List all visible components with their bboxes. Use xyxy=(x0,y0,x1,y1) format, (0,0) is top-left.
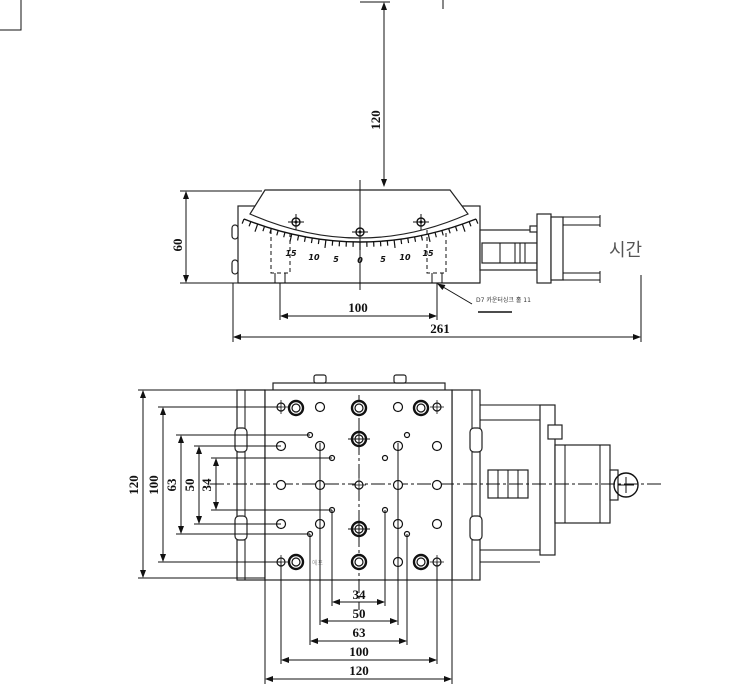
counterbore-hole-icon xyxy=(412,553,430,571)
scale-ticks xyxy=(241,218,479,250)
hole-icon xyxy=(430,400,444,414)
scale-tick xyxy=(254,223,259,232)
counterbore-hole-icon xyxy=(287,399,305,417)
scale-tick xyxy=(420,235,424,241)
scale-tick xyxy=(468,221,472,227)
crosshair-icon xyxy=(348,428,370,450)
hole-icon xyxy=(314,401,326,413)
overlay-label: 시간 xyxy=(609,240,642,261)
hole-icon xyxy=(392,401,404,413)
counterbore-hole-icon xyxy=(287,553,305,571)
scale-tick xyxy=(434,232,437,238)
hole-icon xyxy=(352,478,366,492)
dimension-label: 100 xyxy=(146,475,161,495)
scale-tick xyxy=(427,233,431,242)
side-view: 120 60 15 10 5 0 5 10 15 xyxy=(170,0,642,342)
scale-tick xyxy=(413,236,417,242)
scale-tick xyxy=(441,230,444,236)
scale-tick xyxy=(296,235,300,241)
rail-block xyxy=(234,427,248,453)
dimension-label: 34 xyxy=(199,478,214,492)
scale-label: 10 xyxy=(308,253,320,262)
extension-lines xyxy=(264,443,453,684)
crosshair-mark xyxy=(288,214,304,230)
dimension-label: 100 xyxy=(349,644,369,659)
hole-icon xyxy=(431,479,443,491)
dimension-label: 50 xyxy=(353,606,366,621)
counterbore-note: D7 카운터싱크 홀 11 xyxy=(476,296,531,304)
side-bump xyxy=(231,224,239,240)
dimension-label: 50 xyxy=(182,479,197,492)
right-rail xyxy=(451,389,481,581)
crosshair-icon xyxy=(348,518,370,540)
frame-corner xyxy=(0,0,22,31)
leader-line xyxy=(437,283,473,305)
crosshair-mark xyxy=(413,214,429,230)
rail-block xyxy=(469,515,483,541)
counterbore-lines xyxy=(274,273,443,283)
small-label: 에프 xyxy=(312,559,324,567)
dimension-label: 63 xyxy=(353,625,367,640)
scale-tick xyxy=(303,236,307,242)
counterbore-hidden-lines xyxy=(270,230,447,274)
scale-label: 15 xyxy=(422,249,434,258)
hand-knob-icon xyxy=(613,472,639,498)
scale-tick xyxy=(317,239,320,245)
extension-lines xyxy=(138,389,332,579)
knob-left xyxy=(313,374,327,384)
scale-label: 15 xyxy=(285,249,297,258)
drive-assembly xyxy=(479,213,601,284)
scale-tick xyxy=(407,238,410,244)
dimension-label: 120 xyxy=(349,663,369,678)
scale-tick xyxy=(276,230,279,236)
hole-icon xyxy=(275,479,287,491)
left-rail xyxy=(236,389,266,581)
overall-length-dimension-label: 261 xyxy=(430,321,450,336)
counterbore-hole-icon xyxy=(350,399,368,417)
scale-tick xyxy=(475,218,479,224)
mount-spacing-dimension-label: 100 xyxy=(348,300,368,315)
top-reference-line xyxy=(360,0,444,9)
scale-tick xyxy=(400,239,403,245)
scale-label: 5 xyxy=(380,255,386,264)
extension-lines xyxy=(232,275,642,342)
body-height-dimension-label: 60 xyxy=(170,239,185,252)
scale-tick xyxy=(283,232,286,238)
knob-right xyxy=(393,374,407,384)
rail-block xyxy=(469,427,483,453)
scale-tick xyxy=(241,218,245,224)
dimension-label: 63 xyxy=(164,478,179,492)
side-bump xyxy=(231,259,239,275)
extension-lines xyxy=(180,190,262,284)
counterbore-hole-icon xyxy=(412,399,430,417)
scale-label: 5 xyxy=(333,255,339,264)
scale-tick xyxy=(393,239,396,249)
scale-tick xyxy=(324,239,327,249)
rail-lines xyxy=(244,390,473,580)
hole-icon xyxy=(403,431,411,439)
scale-tick xyxy=(310,238,313,244)
scale-label: 10 xyxy=(399,253,411,262)
counterbore-hole-icon xyxy=(350,553,368,571)
dimension-label: 34 xyxy=(353,587,367,602)
scale-tick xyxy=(461,223,466,232)
hole-icon xyxy=(431,440,443,452)
hole-icon xyxy=(431,518,443,530)
hole-icon xyxy=(381,454,389,462)
scale-tick xyxy=(248,221,252,227)
height-dimension-label: 120 xyxy=(368,110,383,130)
dimension-label: 120 xyxy=(126,475,141,495)
top-view: 에프 120 100 63 50 34 34 50 63 100 120 xyxy=(126,374,662,684)
scale-tick xyxy=(262,226,266,232)
scale-tick xyxy=(448,228,451,234)
scale-tick xyxy=(454,226,458,232)
cradle-top xyxy=(249,189,469,239)
scale-label: 0 xyxy=(357,256,363,265)
crosshair-mark xyxy=(352,224,368,240)
rail-block xyxy=(234,515,248,541)
